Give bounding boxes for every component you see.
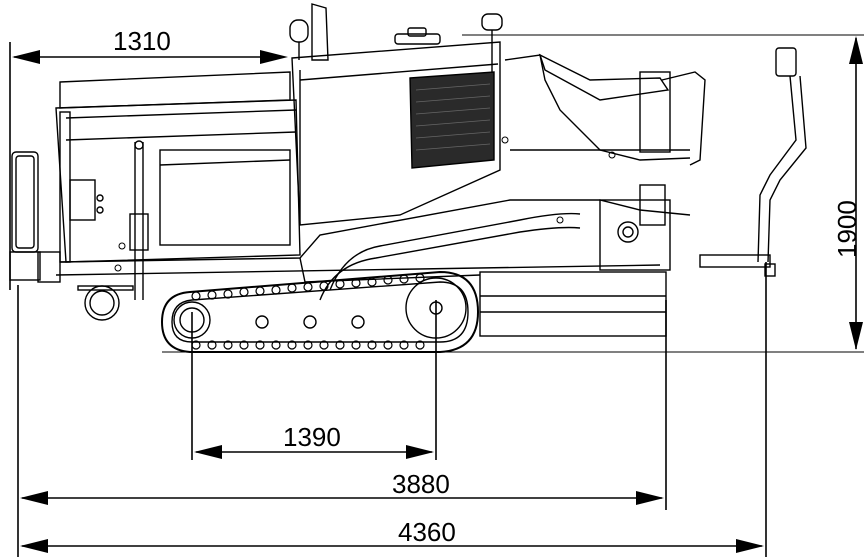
dimension-1900: 1900 <box>162 34 864 353</box>
rear-light <box>481 13 503 72</box>
dimension-3880: 3880 <box>17 285 667 557</box>
screed-assembly <box>479 184 671 337</box>
exhaust-stack <box>289 3 329 61</box>
hopper-cylinder <box>129 140 149 300</box>
dim-label-3880: 3880 <box>392 469 450 499</box>
track-links <box>191 273 425 350</box>
control-column <box>699 47 807 277</box>
dimension-4360: 4360 <box>20 262 767 557</box>
bolts <box>114 136 616 272</box>
hopper <box>55 71 301 263</box>
dim-label-1900: 1900 <box>832 200 862 258</box>
dimension-1390: 1390 <box>191 300 437 460</box>
dim-label-1390: 1390 <box>283 422 341 452</box>
engine-grille <box>409 71 495 169</box>
chassis <box>55 199 691 283</box>
front-drum <box>77 285 134 321</box>
paver-machine <box>9 3 807 353</box>
crawler-track <box>160 270 480 353</box>
front-bumper <box>9 151 61 283</box>
dimension-1310: 1310 <box>9 26 288 290</box>
operator-seat <box>504 53 706 166</box>
dim-label-4360: 4360 <box>398 517 456 547</box>
dim-label-1310: 1310 <box>113 26 171 56</box>
engine-hood <box>291 27 501 226</box>
tow-arm <box>319 212 581 301</box>
